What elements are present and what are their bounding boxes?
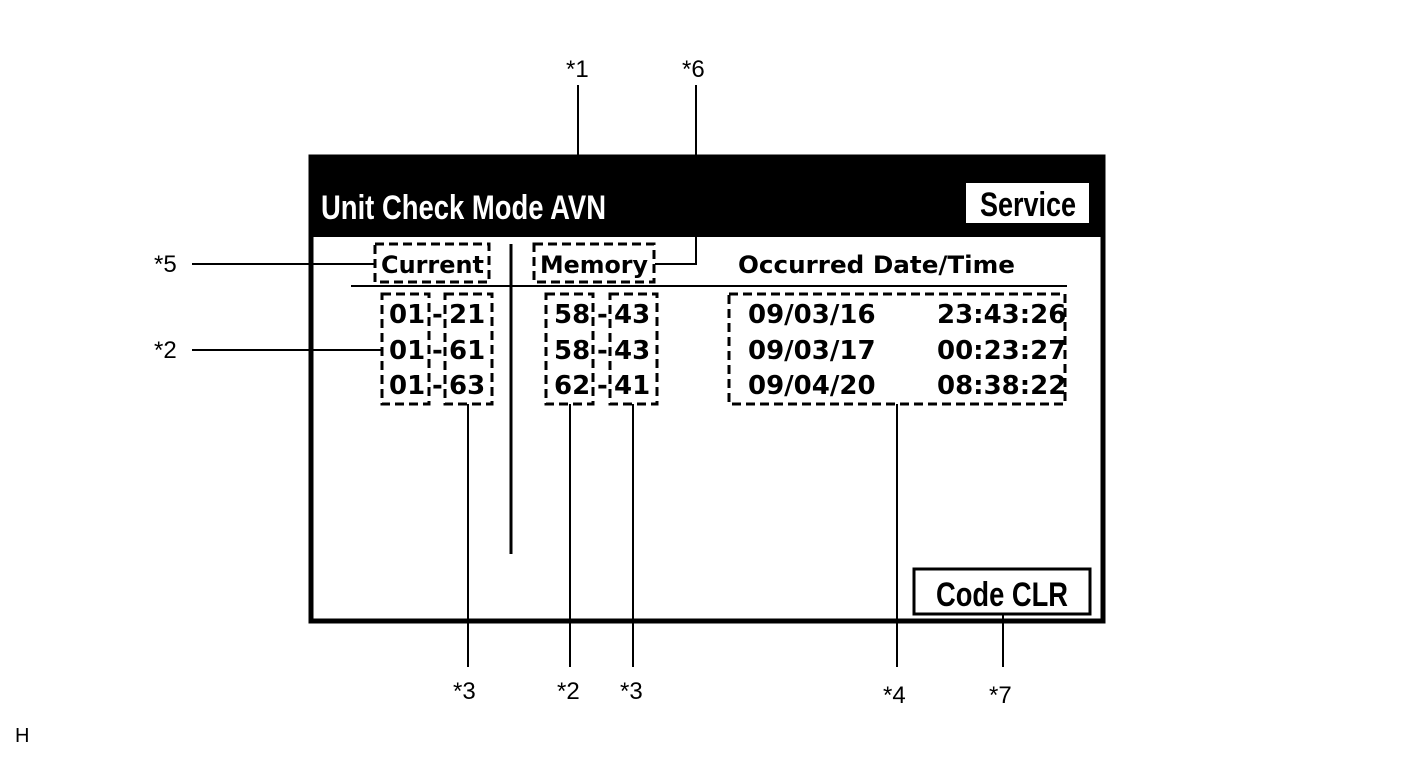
- current-code-1-b: 21: [449, 300, 485, 330]
- current-code-second-column-highlight: [443, 292, 494, 406]
- service-button[interactable]: [966, 183, 1089, 223]
- occurrence-3-date: 09/04/20: [748, 371, 876, 401]
- current-code-3-a: 01: [389, 371, 425, 401]
- current-code-2-a: 01: [389, 336, 425, 366]
- memory-header-highlight: [532, 242, 656, 284]
- memory-code-3-sep: -: [597, 371, 608, 401]
- service-button-label: Service: [980, 186, 1076, 224]
- callout-2-bottom: *2: [557, 678, 580, 705]
- memory-code-3-a: 62: [554, 371, 590, 401]
- occurrence-date-time-highlight: [727, 292, 1067, 406]
- memory-code-2-b: 43: [614, 336, 650, 366]
- callout-3-right: *3: [620, 678, 643, 705]
- occurrence-2-date: 09/03/17: [748, 336, 876, 366]
- current-code-2-b: 61: [449, 336, 485, 366]
- callout-6: *6: [682, 56, 705, 83]
- callout-1: *1: [566, 56, 589, 83]
- memory-code-3-b: 41: [614, 371, 650, 401]
- occurrence-1-time: 23:43:26: [937, 300, 1066, 330]
- memory-code-1-a: 58: [554, 300, 590, 330]
- memory-code-2-a: 58: [554, 336, 590, 366]
- header-current: Current: [381, 251, 484, 279]
- occurrence-2-time: 00:23:27: [937, 336, 1066, 366]
- memory-code-2-sep: -: [597, 336, 608, 366]
- callout-3-left: *3: [453, 678, 476, 705]
- memory-code-first-column-highlight: [544, 292, 595, 406]
- occurrence-1-date: 09/03/16: [748, 300, 876, 330]
- memory-code-1-b: 43: [614, 300, 650, 330]
- corner-label: H: [15, 725, 29, 747]
- header-memory: Memory: [540, 251, 648, 279]
- leader-line-6: [655, 85, 697, 265]
- current-code-3-sep: -: [432, 371, 443, 401]
- callout-2-left: *2: [154, 337, 177, 364]
- memory-code-second-column-highlight: [608, 292, 659, 406]
- current-code-1-sep: -: [432, 300, 443, 330]
- callout-5: *5: [154, 251, 177, 278]
- header-occurred-date-time: Occurred Date/Time: [738, 251, 1015, 279]
- occurrence-3-time: 08:38:22: [937, 371, 1066, 401]
- current-code-3-b: 63: [449, 371, 485, 401]
- code-clr-button-label: Code CLR: [936, 576, 1068, 614]
- memory-code-1-sep: -: [597, 300, 608, 330]
- screen-title: Unit Check Mode AVN: [321, 189, 606, 227]
- current-code-1-a: 01: [389, 300, 425, 330]
- callout-4: *4: [883, 682, 906, 709]
- callout-7: *7: [989, 682, 1012, 709]
- current-code-2-sep: -: [432, 336, 443, 366]
